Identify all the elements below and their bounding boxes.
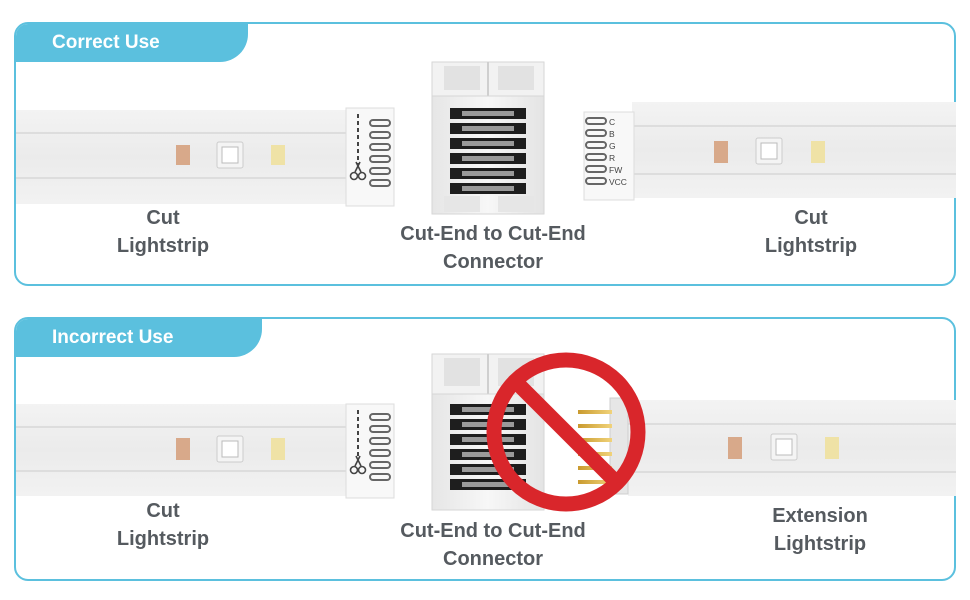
correct-use-heading: Correct Use xyxy=(16,24,248,62)
right-cut-lightstrip: C B G R FW VCC xyxy=(583,102,956,201)
caption-line: Connector xyxy=(443,548,543,570)
caption-line: Cut xyxy=(794,207,828,229)
incorrect-left-cut-lightstrip xyxy=(16,403,395,499)
incorrect-right-caption: Extension Lightstrip xyxy=(735,502,905,558)
correct-center-caption: Cut-End to Cut-End Connector xyxy=(382,220,604,276)
cut-end-connector xyxy=(431,61,545,215)
caption-line: Cut xyxy=(146,207,180,229)
pin-label-b: B xyxy=(609,129,615,139)
caption-line: Cut xyxy=(146,500,180,522)
caption-line: Cut-End to Cut-End xyxy=(400,223,586,245)
caption-line: Connector xyxy=(443,251,543,273)
pin-label-c: C xyxy=(609,117,615,127)
caption-line: Lightstrip xyxy=(116,528,210,550)
led-warm xyxy=(176,145,190,165)
pin-label-r: R xyxy=(609,153,615,163)
caption-line: Lightstrip xyxy=(764,235,858,257)
no-entry-icon xyxy=(486,352,646,512)
pin-label-g: G xyxy=(609,141,616,151)
caption-line: Extension xyxy=(772,505,868,527)
caption-line: Lightstrip xyxy=(773,533,867,555)
incorrect-left-caption: Cut Lightstrip xyxy=(88,497,238,553)
caption-line: Cut-End to Cut-End xyxy=(400,520,586,542)
scissors-icon xyxy=(349,455,367,475)
led-yellow xyxy=(271,145,285,165)
correct-right-caption: Cut Lightstrip xyxy=(736,204,886,260)
scissors-icon xyxy=(349,161,367,181)
caption-line: Lightstrip xyxy=(116,235,210,257)
pin-label-vcc: VCC xyxy=(609,177,627,187)
incorrect-center-caption: Cut-End to Cut-End Connector xyxy=(382,517,604,573)
pin-label-fw: FW xyxy=(609,165,622,175)
correct-left-caption: Cut Lightstrip xyxy=(88,204,238,260)
incorrect-use-heading: Incorrect Use xyxy=(16,319,262,357)
left-cut-lightstrip xyxy=(16,107,395,207)
